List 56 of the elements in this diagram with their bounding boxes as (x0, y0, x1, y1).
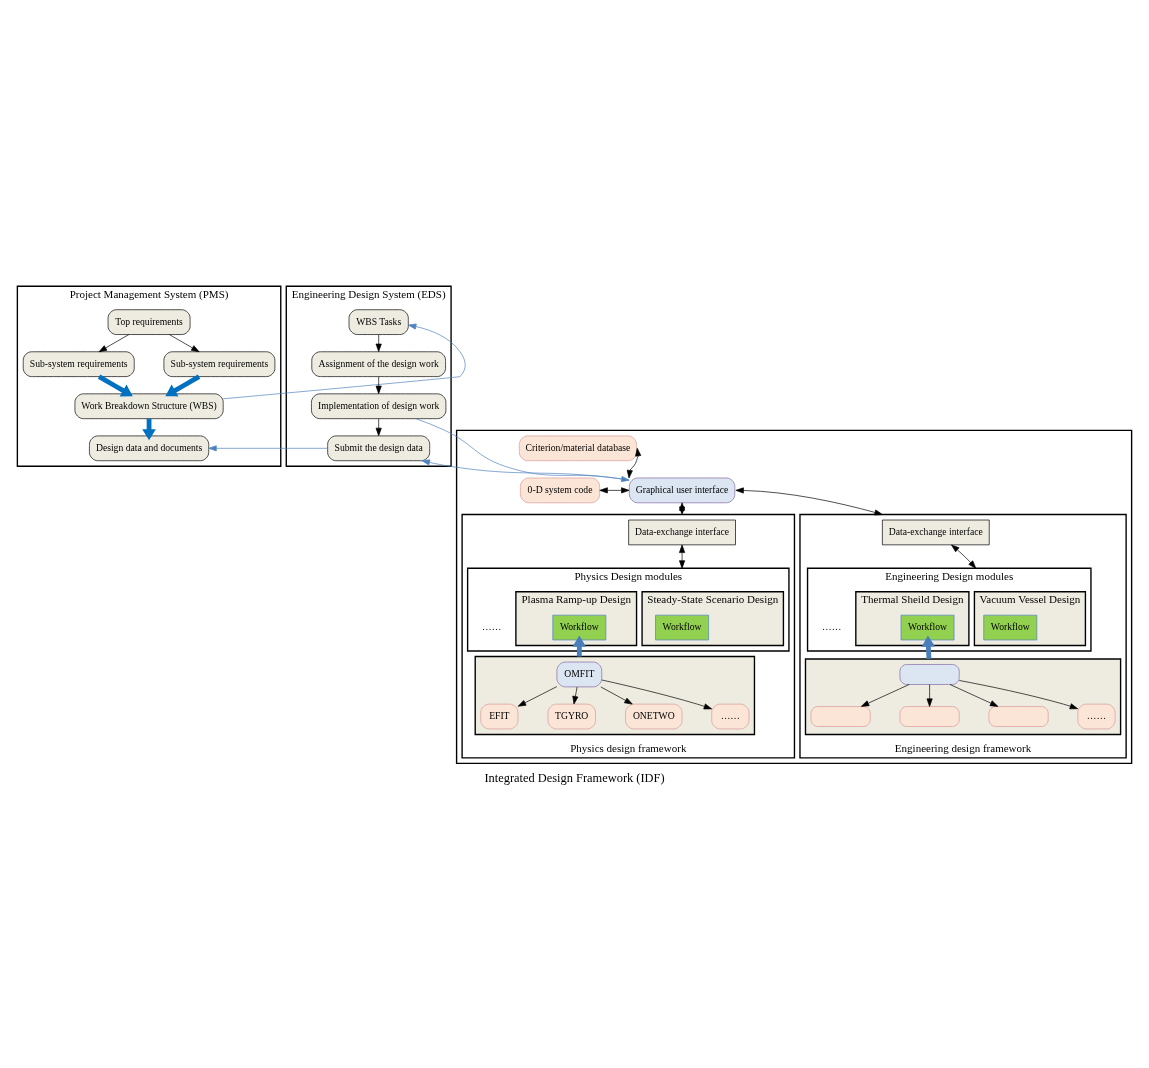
node-box: ONETWO (625, 703, 683, 729)
arrow (949, 683, 999, 707)
node-box: Criterion/material database (519, 435, 637, 461)
arrow (375, 375, 382, 394)
node-box: Workflow (655, 614, 709, 640)
arrow (860, 683, 910, 707)
arrow (97, 374, 133, 396)
arrow (222, 323, 466, 399)
node-box: Data-exchange interface (628, 519, 736, 545)
arrow (517, 685, 558, 707)
arrow (599, 486, 630, 493)
node-box: WBS Tasks (348, 308, 409, 335)
arrow (626, 447, 642, 478)
cluster (804, 657, 1122, 735)
arrow (169, 333, 200, 352)
node-box: Workflow (983, 614, 1038, 640)
node-box: TGYRO (547, 703, 596, 729)
arrow (679, 544, 686, 569)
arrow (959, 679, 1079, 709)
arrow (98, 333, 130, 352)
node-box (810, 705, 871, 727)
diagram-title: Integrated Design Framework (IDF) (484, 770, 665, 785)
arrow (375, 333, 382, 352)
node-box: Workflow (552, 614, 607, 640)
label: …… (822, 620, 842, 632)
node-box: Submit the design data (327, 435, 431, 461)
arrow (951, 544, 977, 569)
node-box: EFIT (480, 703, 519, 729)
arrow (208, 444, 328, 451)
node-box: Assignment of the design work (311, 350, 446, 377)
node-box: Workflow (900, 614, 955, 640)
label: …… (482, 620, 502, 632)
arrow (375, 417, 382, 436)
arrow (926, 683, 933, 707)
node-box: OMFIT (556, 661, 603, 687)
node-box: Top requirements (107, 308, 191, 335)
node-box: Work Breakdown Structure (WBS) (74, 393, 224, 419)
arrow (572, 686, 579, 704)
node-box: Graphical user interface (628, 477, 736, 503)
node-box (899, 705, 960, 727)
node-box: 0-D system code (520, 477, 600, 503)
node-box (988, 705, 1049, 727)
node-box (899, 663, 960, 685)
node-box: Design data and documents (89, 435, 210, 461)
node-box: Sub-system requirements (22, 350, 135, 377)
cluster (455, 429, 1133, 764)
node-box: Implementation of design work (311, 393, 447, 419)
cluster (474, 655, 756, 735)
node-box: Data-exchange interface (882, 519, 990, 545)
arrow (735, 486, 883, 515)
arrow (601, 679, 713, 709)
arrow (600, 686, 633, 704)
node-box: Sub-system requirements (163, 350, 276, 377)
node-box: …… (711, 703, 750, 729)
node-box: …… (1077, 703, 1116, 729)
arrow (165, 374, 201, 396)
